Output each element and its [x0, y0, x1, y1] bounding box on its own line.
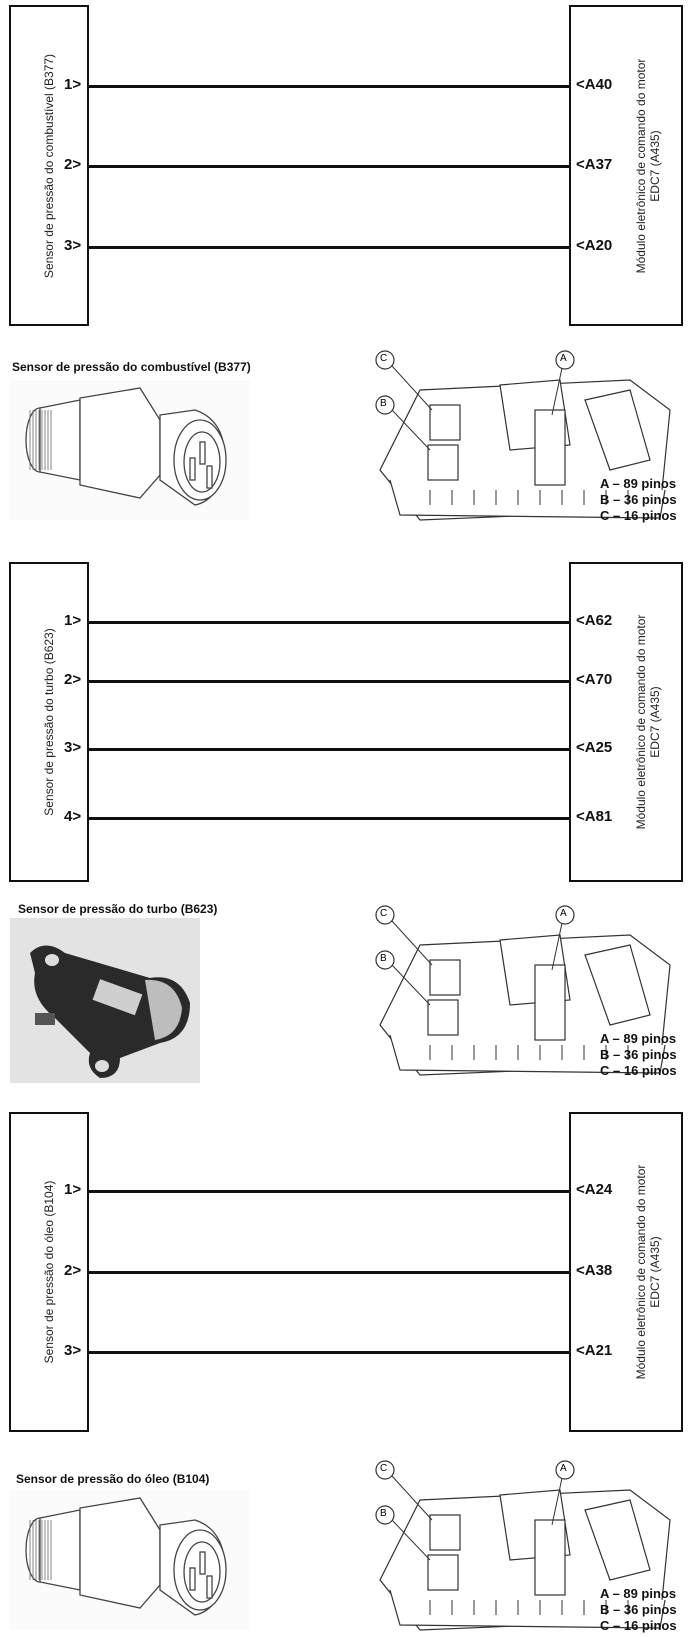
- sensor-pin-label: 2>: [64, 156, 82, 173]
- sensor-box: Sensor de pressão do óleo (B104): [9, 1112, 89, 1432]
- sensor-pin-label: 2>: [64, 671, 82, 688]
- ecu-image: [375, 350, 671, 521]
- connector-letter-b: B: [380, 1508, 387, 1519]
- sensor-label: Sensor de pressão do turbo (B623): [42, 628, 56, 816]
- ecu-image: [375, 1460, 671, 1631]
- sensor-image: [10, 918, 200, 1083]
- ecu-label-line2: EDC7 (A435): [648, 1236, 662, 1308]
- ecu-label-line1: Módulo eletrônico de comando do motor: [634, 58, 648, 273]
- pin-count: B – 36 pinos: [600, 492, 677, 507]
- sensor-pin-label: 3>: [64, 739, 82, 756]
- sensor-photo: [10, 918, 250, 1088]
- ecu-label-line2: EDC7 (A435): [648, 129, 662, 202]
- ecu-pin-label: <A20: [576, 237, 613, 254]
- sensor-image: [10, 1490, 250, 1630]
- sensor-photo: [10, 380, 250, 550]
- sensor-pin-label: 1>: [64, 612, 82, 629]
- pin-count: C – 16 pinos: [600, 1063, 677, 1078]
- sensor-pin-label: 1>: [64, 1181, 82, 1198]
- sensor-caption: Sensor de pressão do combustível (B377): [12, 360, 251, 374]
- sensor-box: Sensor de pressão do combustível (B377): [9, 5, 89, 326]
- sensor-label: Sensor de pressão do óleo (B104): [42, 1180, 56, 1364]
- ecu-label-line2: EDC7 (A435): [648, 686, 662, 758]
- ecu-pin-label: <A24: [576, 1181, 613, 1198]
- connector-letter-a: A: [560, 1463, 567, 1474]
- pin-count: A – 89 pinos: [600, 1031, 677, 1046]
- ecu-label-line1: Módulo eletrônico de comando do motor: [634, 614, 648, 830]
- wire: [89, 748, 569, 751]
- ecu-pin-label: <A37: [576, 156, 613, 173]
- wire: [89, 1190, 569, 1193]
- wire: [89, 817, 569, 820]
- sensor-label: Sensor de pressão do combustível (B377): [42, 53, 56, 278]
- connector-letter-a: A: [560, 353, 567, 364]
- connector-letter-c: C: [380, 353, 388, 364]
- sensor-pin-label: 1>: [64, 76, 82, 93]
- ecu-pin-label: <A25: [576, 739, 613, 756]
- sensor-pin-label: 4>: [64, 808, 82, 825]
- ecu-label-line1: Módulo eletrônico de comando do motor: [634, 1164, 648, 1380]
- ecu-pin-label: <A62: [576, 612, 613, 629]
- pin-count: A – 89 pinos: [600, 1586, 677, 1601]
- wire: [89, 1271, 569, 1274]
- wire: [89, 85, 569, 88]
- sensor-box: Sensor de pressão do turbo (B623): [9, 562, 89, 882]
- ecu-image: [375, 905, 671, 1076]
- wire: [89, 621, 569, 624]
- pin-count: C – 16 pinos: [600, 508, 677, 523]
- sensor-caption: Sensor de pressão do óleo (B104): [16, 1472, 210, 1486]
- connector-letter-a: A: [560, 908, 567, 919]
- connector-letter-c: C: [380, 1463, 388, 1474]
- ecu-pin-label: <A81: [576, 808, 613, 825]
- wire: [89, 680, 569, 683]
- sensor-pin-label: 3>: [64, 237, 82, 254]
- connector-letter-c: C: [380, 908, 388, 919]
- sensor-photo: [10, 1490, 250, 1637]
- sensor-caption: Sensor de pressão do turbo (B623): [18, 902, 218, 916]
- ecu-pin-label: <A21: [576, 1342, 613, 1359]
- wire: [89, 246, 569, 249]
- ecu-pin-label: <A40: [576, 76, 613, 93]
- wire: [89, 1351, 569, 1354]
- sensor-pin-label: 2>: [64, 1262, 82, 1279]
- pin-count: A – 89 pinos: [600, 476, 677, 491]
- sensor-pin-label: 3>: [64, 1342, 82, 1359]
- connector-letter-b: B: [380, 398, 387, 409]
- pin-count: B – 36 pinos: [600, 1047, 677, 1062]
- ecu-pin-label: <A70: [576, 671, 613, 688]
- pin-count: B – 36 pinos: [600, 1602, 677, 1617]
- sensor-image: [10, 380, 250, 520]
- ecu-pin-label: <A38: [576, 1262, 613, 1279]
- connector-letter-b: B: [380, 953, 387, 964]
- wire: [89, 165, 569, 168]
- pin-count: C – 16 pinos: [600, 1618, 677, 1633]
